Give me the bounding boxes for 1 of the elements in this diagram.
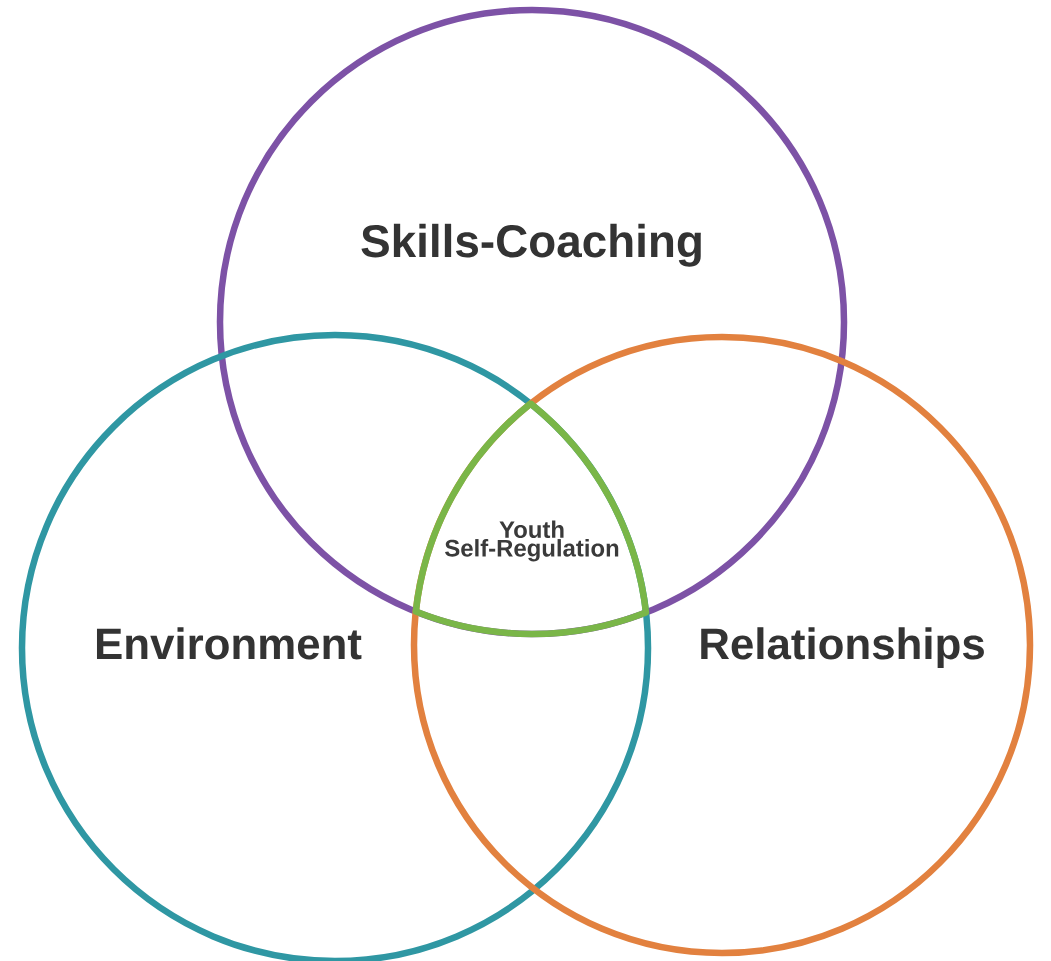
overlap-region: Youth Self-Regulation (412, 400, 650, 638)
